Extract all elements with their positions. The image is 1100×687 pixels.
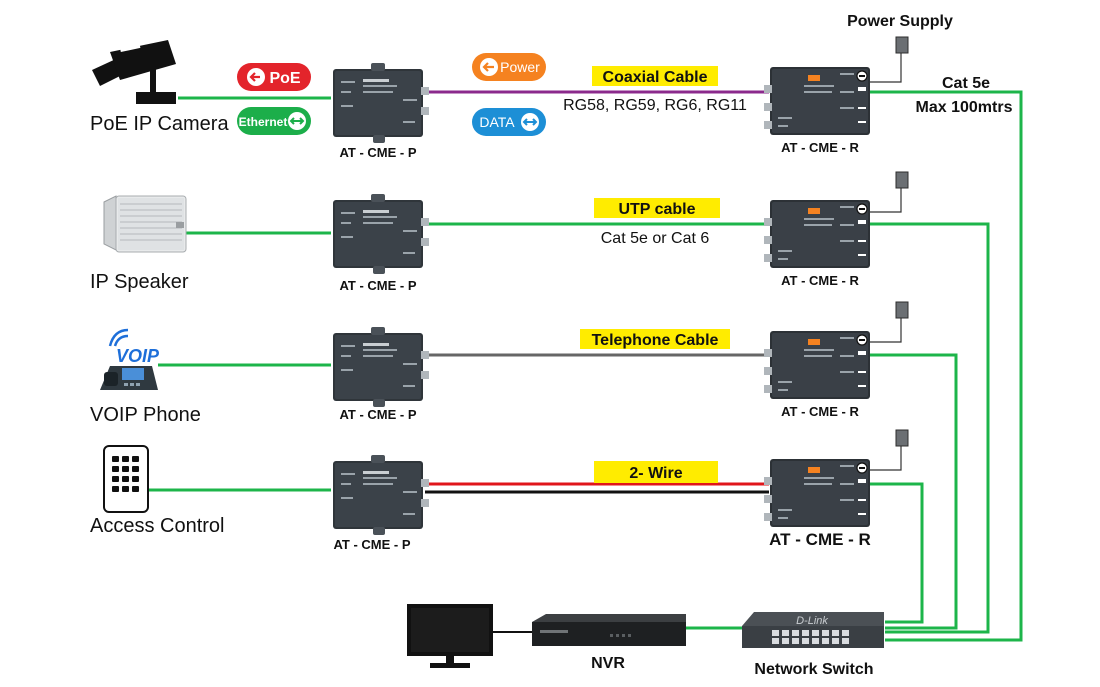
power-supply-2-icon bbox=[895, 171, 909, 205]
cable-label: Telephone Cable bbox=[592, 332, 719, 349]
transmitter-label: AT - CME - P bbox=[339, 407, 416, 422]
monitor-icon bbox=[407, 604, 493, 668]
uplink-distance-label: Max 100mtrs bbox=[916, 99, 1013, 116]
cable-label: UTP cable bbox=[618, 201, 695, 218]
power-supply-group: Power Supply bbox=[847, 13, 953, 471]
cable-label: Coaxial Cable bbox=[603, 69, 708, 86]
receiver-unit bbox=[763, 199, 871, 269]
svg-text:PoE: PoE bbox=[269, 70, 300, 87]
data-badge: DATA bbox=[472, 108, 546, 136]
switch-brand: D-Link bbox=[796, 615, 828, 627]
receiver-unit bbox=[763, 458, 871, 528]
keypad-icon bbox=[103, 445, 149, 513]
nvr-label: NVR bbox=[591, 655, 625, 672]
svg-text:Ethernet: Ethernet bbox=[239, 115, 288, 129]
row1-uplink-line bbox=[870, 90, 1023, 642]
cctv-camera-icon bbox=[92, 40, 176, 104]
row-poe-ip-camera: PoE IP Camera PoE Ethernet AT - CME - P … bbox=[90, 40, 871, 160]
row3-uplink-line bbox=[870, 353, 958, 630]
power-supply-1-icon bbox=[895, 36, 909, 70]
receiver-label: AT - CME - R bbox=[769, 530, 871, 549]
svg-text:DATA: DATA bbox=[479, 114, 515, 130]
network-switch-icon: D-Link bbox=[742, 612, 884, 648]
row-ip-speaker: IP Speaker AT - CME - P UTP cable Cat 5e… bbox=[90, 194, 871, 293]
svg-text:Power: Power bbox=[500, 59, 540, 75]
transmitter-unit bbox=[333, 63, 429, 143]
receiver-unit bbox=[763, 66, 871, 136]
row-access-control: Access Control AT - CME - P 2- Wire AT -… bbox=[90, 445, 871, 552]
power-supply-3-icon bbox=[895, 301, 909, 335]
transmitter-unit bbox=[333, 194, 429, 274]
receiver-label: AT - CME - R bbox=[781, 404, 859, 419]
transmitter-unit bbox=[333, 327, 429, 407]
cable-label-highlight bbox=[594, 461, 718, 483]
receiver-label: AT - CME - R bbox=[781, 273, 859, 288]
poe-badge: PoE bbox=[237, 63, 311, 91]
receiver-label: AT - CME - R bbox=[781, 140, 859, 155]
speaker-icon bbox=[103, 195, 187, 253]
power-supply-4-icon bbox=[895, 429, 909, 463]
voip-phone-icon: VOIP bbox=[100, 328, 160, 390]
cable-label-highlight bbox=[592, 66, 718, 86]
transmitter-label: AT - CME - P bbox=[339, 278, 416, 293]
cable-label-highlight bbox=[594, 198, 720, 218]
svg-text:VOIP: VOIP bbox=[116, 346, 160, 366]
cable-label-highlight bbox=[580, 329, 730, 349]
cable-note: Cat 5e or Cat 6 bbox=[601, 230, 710, 247]
ethernet-badge: Ethernet bbox=[237, 107, 311, 135]
row-voip-phone: VOIP VOIP Phone AT - CME - P Telephone C… bbox=[90, 327, 871, 426]
row4-uplink-line bbox=[870, 482, 924, 624]
uplink-cable-label: Cat 5e bbox=[942, 75, 990, 92]
transmitter-label: AT - CME - P bbox=[333, 537, 410, 552]
cable-note: RG58, RG59, RG6, RG11 bbox=[563, 97, 747, 114]
switch-label: Network Switch bbox=[754, 661, 873, 678]
nvr-icon bbox=[532, 614, 686, 646]
power-supply-title: Power Supply bbox=[847, 13, 953, 30]
device-label: IP Speaker bbox=[90, 271, 189, 293]
row2-uplink-line bbox=[870, 222, 990, 634]
connections bbox=[148, 90, 1023, 642]
device-label: VOIP Phone bbox=[90, 404, 201, 426]
transmitter-label: AT - CME - P bbox=[339, 145, 416, 160]
power-badge: Power bbox=[472, 53, 546, 81]
device-label: Access Control bbox=[90, 515, 225, 537]
receiver-unit bbox=[763, 330, 871, 400]
transmitter-unit bbox=[333, 455, 429, 535]
cable-label: 2- Wire bbox=[629, 465, 682, 482]
device-label: PoE IP Camera bbox=[90, 113, 229, 135]
